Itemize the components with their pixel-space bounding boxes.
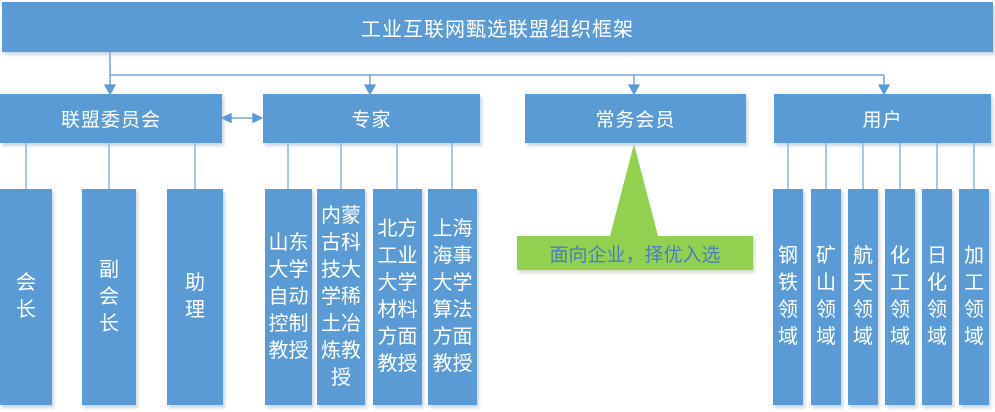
user-domain-steel-box: 钢 铁 领 域	[773, 189, 803, 405]
expert-beifang-box: 北方 工业 大学 材料 方面 教授	[373, 189, 422, 405]
arrowhead-users-icon	[877, 84, 891, 96]
branch-standing-members: 常务会员	[525, 94, 746, 143]
arrowhead-committee-icon	[103, 84, 117, 96]
expert-shanghai-box: 上海 海事 大学 算法 方面 教授	[428, 189, 477, 405]
branch-experts: 专家	[263, 94, 480, 143]
user-domain-mining-box: 矿 山 领 域	[811, 189, 841, 405]
committee-vice-president-box: 副 会 长	[82, 189, 136, 405]
arrowhead-experts-icon	[363, 84, 377, 96]
expert-neimenggu-box: 内蒙 古科 技大 学稀 土冶 炼教 授	[317, 189, 365, 405]
page-title: 工业互联网甄选联盟组织框架	[2, 2, 993, 52]
user-domain-processing-box: 加 工 领 域	[959, 189, 989, 405]
branch-committee: 联盟委员会	[0, 94, 222, 143]
arrowhead-standing-icon	[627, 84, 641, 96]
committee-president-box: 会 长	[0, 189, 52, 405]
user-domain-daily-chemical-box: 日 化 领 域	[922, 189, 952, 405]
user-domain-chemical-box: 化 工 领 域	[885, 189, 915, 405]
committee-assistant-box: 助 理	[167, 189, 223, 405]
double-arrow-left-icon	[220, 112, 232, 124]
callout-triangle-icon	[610, 144, 658, 236]
user-domain-aerospace-box: 航 天 领 域	[848, 189, 878, 405]
expert-shandong-box: 山东 大学 自动 控制 教授	[265, 189, 312, 405]
standing-members-callout: 面向企业，择优入选	[517, 236, 753, 270]
double-arrow-right-icon	[252, 112, 264, 124]
branch-users: 用户	[774, 94, 991, 143]
